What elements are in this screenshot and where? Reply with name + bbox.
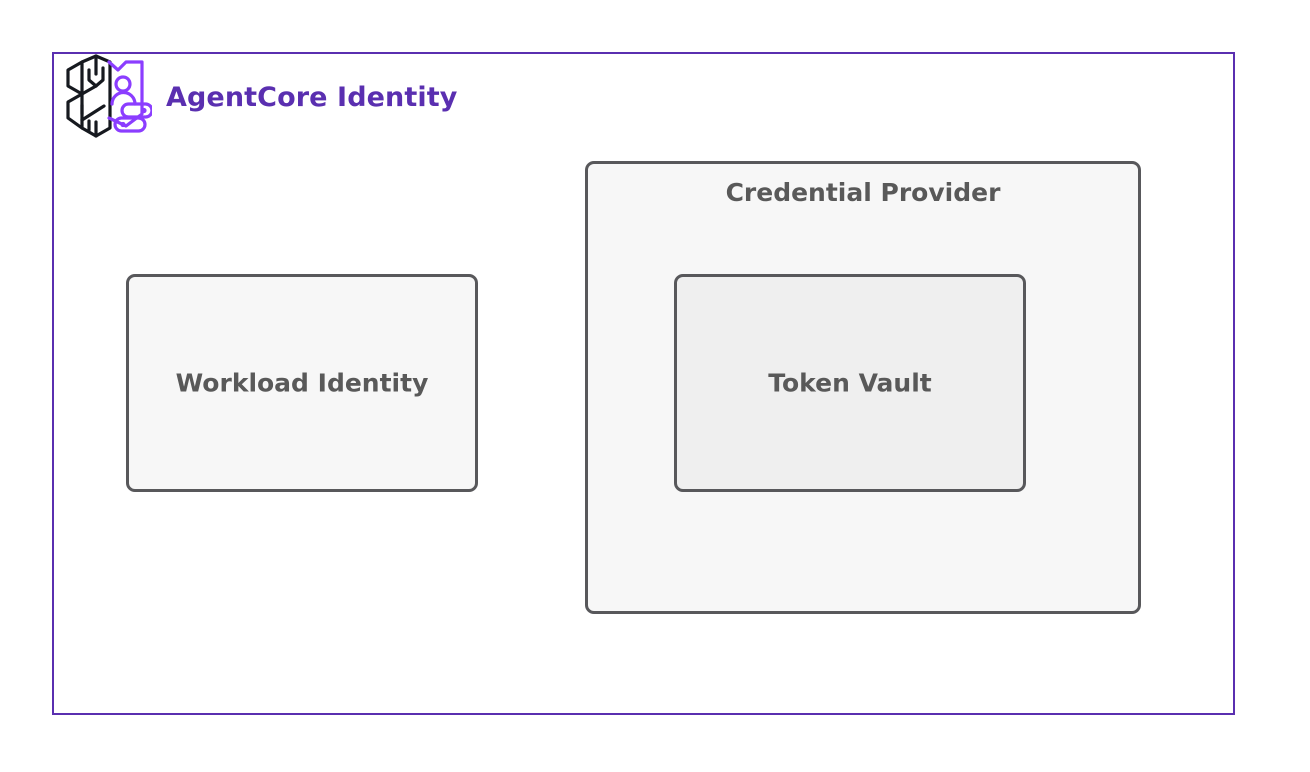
person-shoulders <box>110 90 137 106</box>
workload-identity-label: Workload Identity <box>175 368 429 398</box>
server-bottom-dot <box>120 121 126 128</box>
server-top <box>120 102 152 119</box>
shield-outline <box>107 60 144 128</box>
server-top-dot <box>141 107 147 114</box>
token-vault-box[interactable]: Token Vault <box>674 274 1026 492</box>
service-header: AgentCore Identity <box>52 48 457 148</box>
token-vault-label: Token Vault <box>768 368 932 398</box>
workload-identity-box[interactable]: Workload Identity <box>126 274 478 492</box>
credential-provider-label: Credential Provider <box>725 178 1001 207</box>
service-title: AgentCore Identity <box>166 81 458 113</box>
credential-provider-box[interactable]: Credential Provider <box>585 161 1141 614</box>
server-bottom <box>113 116 147 133</box>
agentcore-identity-icon <box>66 54 152 138</box>
person-head <box>114 75 132 93</box>
